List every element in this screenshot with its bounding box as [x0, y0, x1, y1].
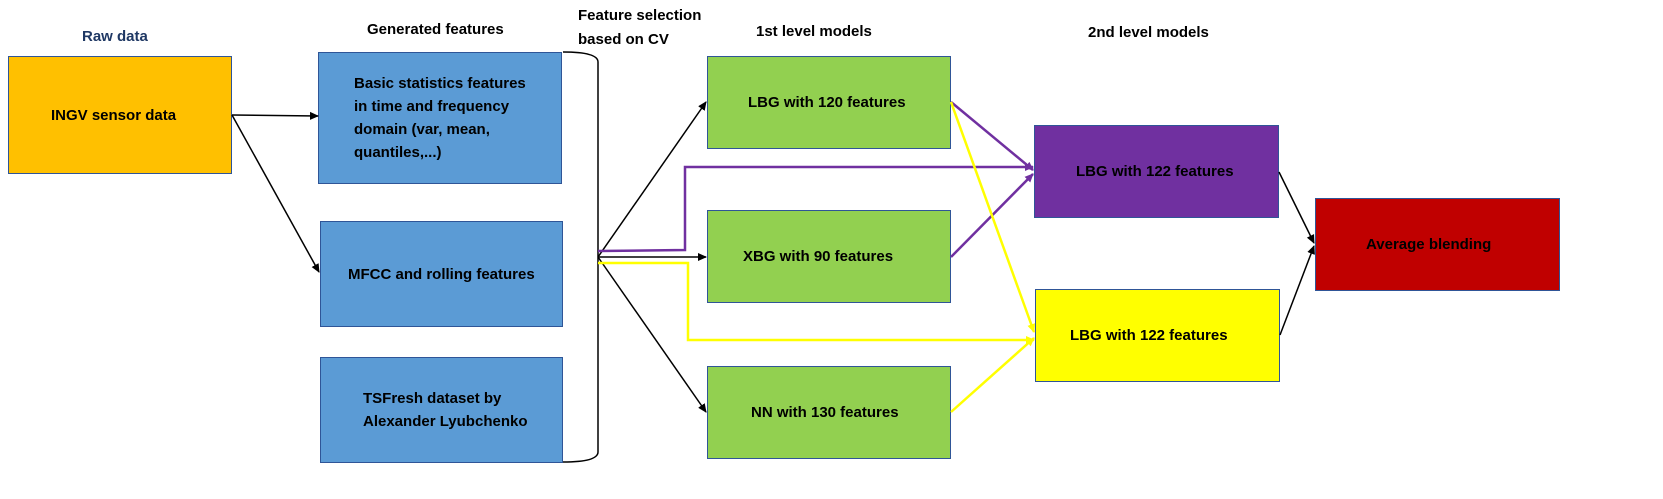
level1-model-xbg: XBG with 90 features	[707, 210, 951, 303]
average-blending-label: Average blending	[1366, 236, 1492, 253]
feature-basic-statistics-label: Basic statistics features in time and fr…	[354, 75, 526, 161]
level2-model-yellow: LBG with 122 features	[1035, 289, 1280, 382]
arrow-raw-to-mfcc	[231, 114, 320, 273]
header-raw-data: Raw data	[82, 28, 148, 45]
arrow-selection-to-level2-purple	[597, 163, 1034, 253]
arrow-lbg-to-level2-purple	[950, 101, 1034, 171]
feature-box-basic-statistics: Basic statistics features in time and fr…	[318, 52, 562, 184]
header-level2-models: 2nd level models	[1088, 24, 1209, 41]
level2-model-purple: LBG with 122 features	[1034, 125, 1279, 218]
level1-model-nn: NN with 130 features	[707, 366, 951, 459]
header-feature-selection: Feature selection based on CV	[578, 7, 702, 48]
raw-data-label: INGV sensor data	[51, 106, 177, 124]
level1-model-lbg: LBG with 120 features	[707, 56, 951, 149]
average-blending-box: Average blending	[1315, 198, 1560, 291]
arrow-raw-to-basic	[231, 111, 319, 120]
level1-nn-label: NN with 130 features	[751, 404, 899, 421]
feature-tsfresh-label: TSFresh dataset by Alexander Lyubchenko	[363, 390, 528, 430]
arrow-purple-to-blending	[1278, 171, 1315, 244]
arrow-nn-to-level2-yellow	[950, 337, 1035, 413]
arrow-selection-to-nn	[597, 256, 707, 413]
arrow-yellow-to-blending	[1279, 245, 1315, 336]
feature-box-mfcc: MFCC and rolling features	[320, 221, 563, 327]
level1-xbg-label: XBG with 90 features	[743, 248, 894, 265]
raw-data-box: INGV sensor data	[8, 56, 232, 174]
level2-purple-label: LBG with 122 features	[1076, 163, 1234, 180]
arrow-selection-to-level2-yellow	[598, 261, 1035, 344]
arrow-selection-to-lbg	[597, 101, 707, 258]
level1-lbg-label: LBG with 120 features	[748, 94, 906, 111]
level2-yellow-label: LBG with 122 features	[1070, 327, 1228, 344]
feature-mfcc-label: MFCC and rolling features	[348, 265, 535, 283]
feature-selection-bracket	[562, 51, 599, 463]
header-generated-features: Generated features	[367, 21, 504, 38]
arrow-lbg-to-level2-yellow	[949, 101, 1036, 333]
header-level1-models: 1st level models	[756, 23, 872, 40]
feature-box-tsfresh: TSFresh dataset by Alexander Lyubchenko	[320, 357, 563, 463]
